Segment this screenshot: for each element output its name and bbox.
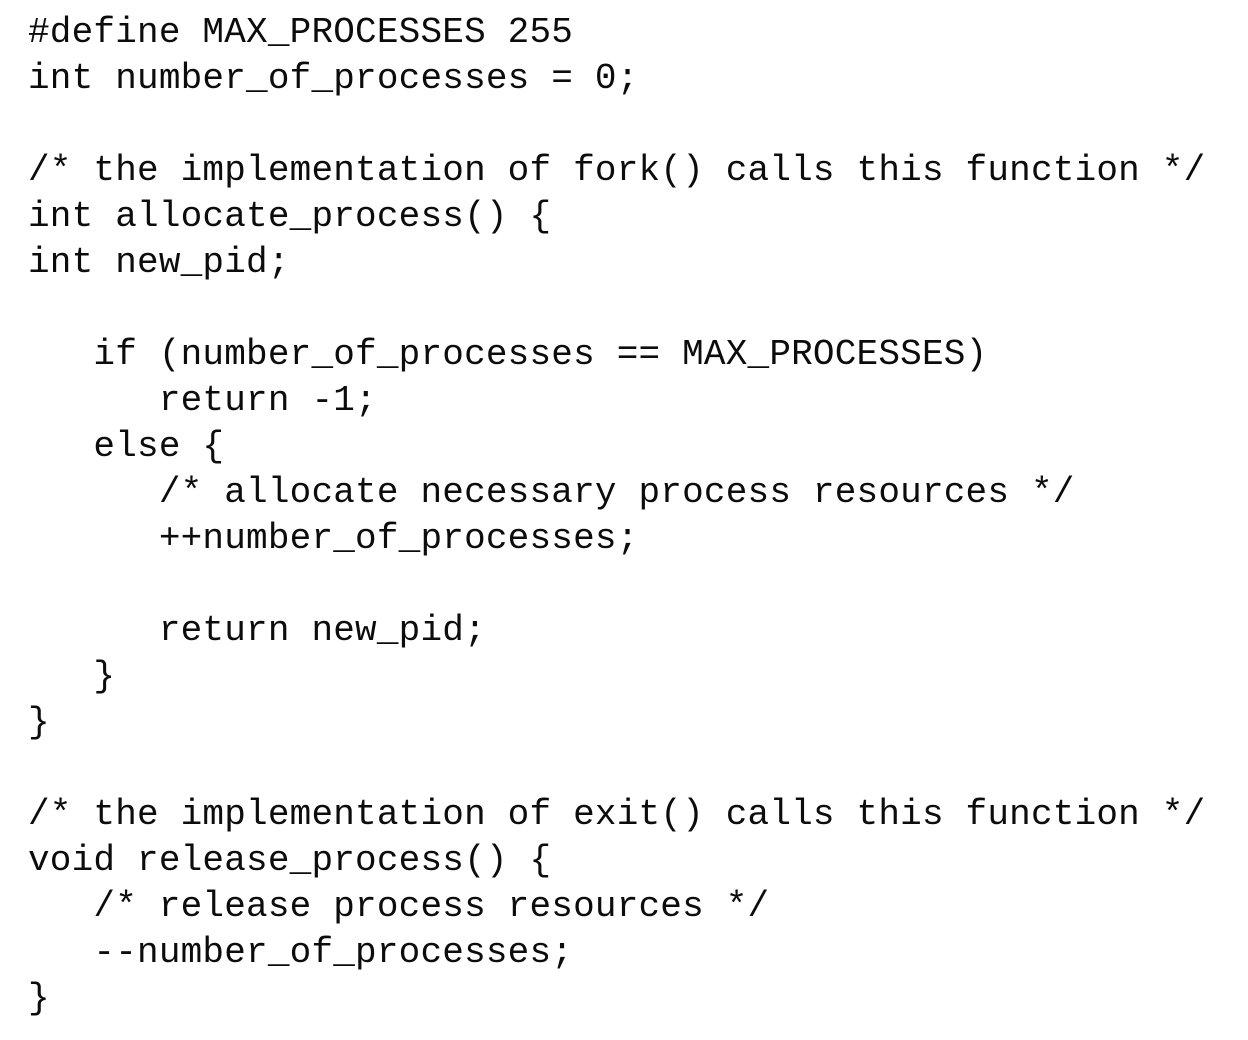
code-line: } (28, 978, 50, 1019)
code-line: else { (28, 426, 225, 467)
code-line: --number_of_processes; (28, 932, 574, 973)
code-line: ++number_of_processes; (28, 518, 639, 559)
code-line: } (28, 656, 116, 697)
code-line: return -1; (28, 380, 377, 421)
code-line: /* release process resources */ (28, 886, 770, 927)
code-line-blank (28, 286, 1244, 332)
code-line: /* allocate necessary process resources … (28, 472, 1075, 513)
code-line-blank (28, 746, 1244, 792)
code-line: /* the implementation of fork() calls th… (28, 150, 1206, 191)
code-line: #define MAX_PROCESSES 255 (28, 12, 574, 53)
code-line: /* the implementation of exit() calls th… (28, 794, 1206, 835)
code-line: } (28, 702, 50, 743)
code-line: int number_of_processes = 0; (28, 58, 639, 99)
code-line: return new_pid; (28, 610, 486, 651)
code-line-blank (28, 102, 1244, 148)
code-line: int new_pid; (28, 242, 290, 283)
code-line: void release_process() { (28, 840, 552, 881)
code-line: int allocate_process() { (28, 196, 552, 237)
code-line: if (number_of_processes == MAX_PROCESSES… (28, 334, 988, 375)
code-line-blank (28, 562, 1244, 608)
